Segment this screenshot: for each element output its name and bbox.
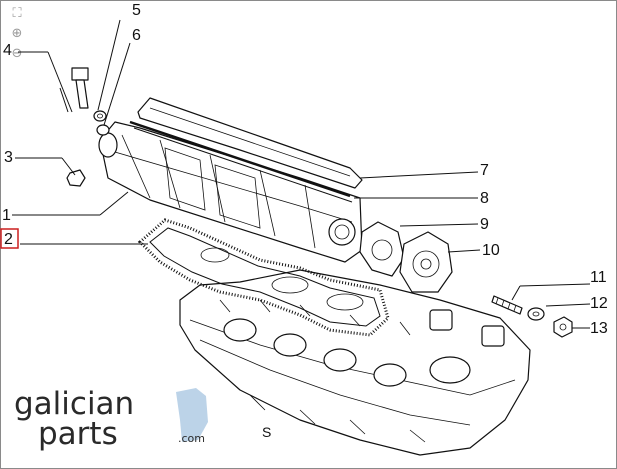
callout-12[interactable]: 12: [590, 295, 608, 312]
leader-lines: [12, 19, 591, 329]
zoom-in-icon[interactable]: ⊕: [11, 26, 23, 41]
side-gasket-and-plate: [359, 221, 453, 293]
callout-6[interactable]: 6: [132, 27, 141, 44]
callout-10[interactable]: 10: [482, 242, 500, 259]
zoom-out-icon[interactable]: ⊖: [11, 46, 23, 61]
callout-2[interactable]: 2: [4, 231, 13, 248]
cover-seal-strips: [129, 97, 363, 203]
logo-suffix: .com: [178, 432, 205, 445]
callout-11[interactable]: 11: [590, 269, 607, 286]
logo-line1: galician: [14, 386, 134, 422]
cylinder-head: [179, 269, 531, 456]
valve-cover: [98, 121, 363, 263]
selected-callout-box: [0, 228, 19, 249]
callout-8[interactable]: 8: [480, 190, 489, 207]
callout-3[interactable]: 3: [4, 149, 13, 166]
callout-4[interactable]: 4: [3, 42, 12, 59]
section-marker: S: [262, 424, 271, 440]
logo-line2: parts: [38, 416, 118, 452]
head-gasket: [137, 218, 390, 337]
callout-9[interactable]: 9: [480, 216, 489, 233]
callout-7[interactable]: 7: [480, 162, 489, 179]
fasteners: [66, 67, 573, 338]
callout-13[interactable]: 13: [590, 320, 608, 337]
galicianparts-logo: galician parts .com: [14, 386, 208, 452]
callout-labels: 1 2 3 4 5 6 7 8 9 10 11 12 13: [0, 2, 608, 337]
fullscreen-icon[interactable]: ⛶: [12, 6, 22, 21]
callout-1[interactable]: 1: [2, 207, 11, 224]
callout-5[interactable]: 5: [132, 2, 141, 19]
